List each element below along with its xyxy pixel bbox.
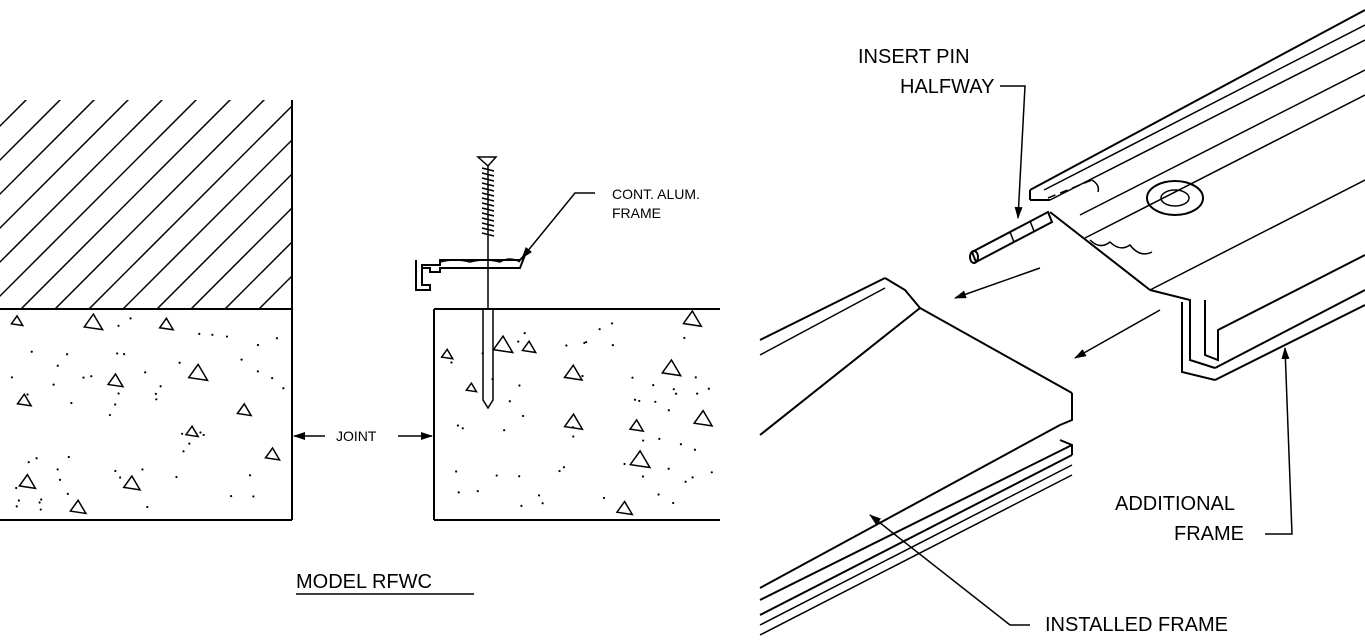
additional-frame-label-1: ADDITIONAL xyxy=(1115,493,1235,515)
left-concrete-slab xyxy=(0,308,293,521)
right-concrete-slab xyxy=(433,308,720,521)
cont-alum-frame-callout: CONT. ALUM. FRAME xyxy=(521,186,700,259)
additional-frame-iso xyxy=(1029,9,1365,381)
installed-frame-label: INSTALLED FRAME xyxy=(1045,614,1228,636)
additional-frame-callout: ADDITIONAL FRAME xyxy=(1115,347,1293,545)
insert-pin-label-2: HALFWAY xyxy=(900,76,994,98)
installed-frame-callout: INSTALLED FRAME xyxy=(869,514,1228,636)
cont-alum-frame-label-1: CONT. ALUM. xyxy=(612,186,700,202)
joint-dimension: JOINT xyxy=(293,428,433,444)
insert-pin-callout: INSERT PIN HALFWAY xyxy=(858,46,1026,219)
insert-pin-label-1: INSERT PIN xyxy=(858,46,970,68)
model-title: MODEL RFWC xyxy=(296,571,474,595)
aluminum-frame-section xyxy=(415,254,526,291)
joint-label: JOINT xyxy=(336,428,377,444)
installed-frame-iso xyxy=(759,277,1073,636)
pin xyxy=(969,210,1054,264)
left-earth-hatch xyxy=(0,100,293,310)
cont-alum-frame-label-2: FRAME xyxy=(612,205,661,221)
screw-anchor xyxy=(476,156,498,410)
assembly-arrows xyxy=(954,267,1161,359)
additional-frame-label-2: FRAME xyxy=(1174,523,1244,545)
model-label: MODEL RFWC xyxy=(296,571,432,593)
